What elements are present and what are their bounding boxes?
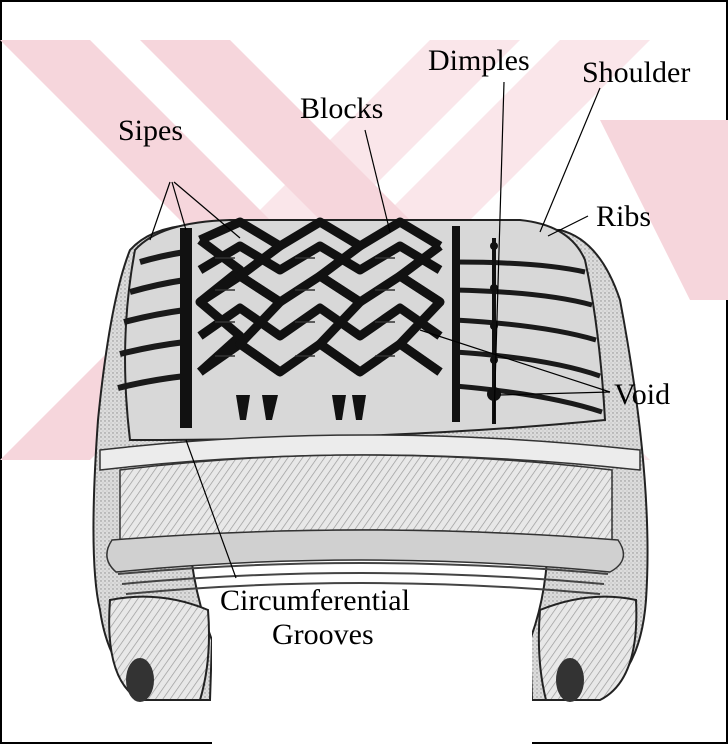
label-dimples: Dimples xyxy=(428,44,530,77)
label-void: Void xyxy=(614,378,670,411)
label-sipes: Sipes xyxy=(118,114,183,147)
label-shoulder: Shoulder xyxy=(582,56,690,89)
bead-left xyxy=(109,597,209,702)
label-blocks: Blocks xyxy=(300,92,383,125)
label-grooves-line2: Grooves xyxy=(272,618,374,651)
label-grooves-line1: Circumferential xyxy=(220,584,410,617)
label-ribs: Ribs xyxy=(596,200,651,233)
